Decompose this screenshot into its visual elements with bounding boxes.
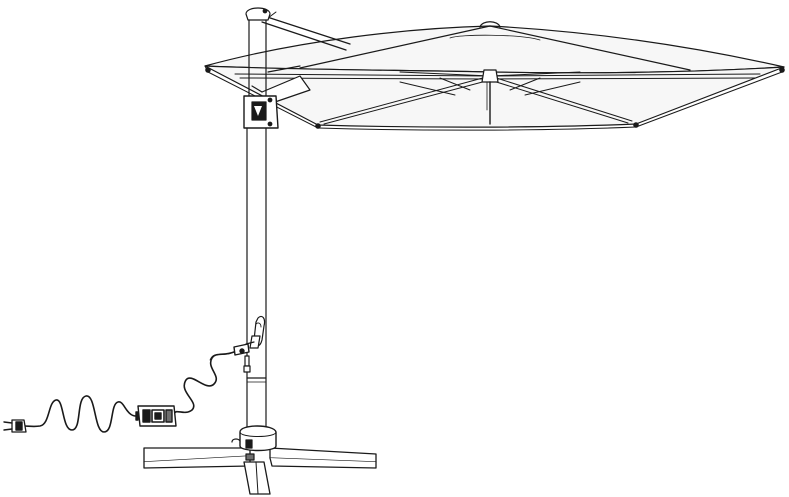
canopy-seam	[449, 34, 541, 41]
cord-coil-upper	[169, 351, 235, 419]
canopy-tip	[205, 67, 211, 73]
canopy-top-panel	[204, 25, 785, 74]
canopy-tip	[633, 122, 639, 128]
pole-icon	[243, 7, 279, 431]
canopy-seam	[489, 25, 691, 71]
cord-coil-lower	[23, 395, 137, 433]
canopy-ribs	[234, 71, 761, 125]
canopy-underside	[204, 65, 785, 128]
canopy-hub	[481, 69, 499, 83]
canopy-tip	[315, 123, 321, 129]
canopy-finial	[479, 21, 501, 28]
crank-handle-icon	[245, 315, 266, 349]
power-adapter-icon	[135, 405, 177, 427]
canopy-seam	[299, 25, 491, 69]
cross-base-icon	[143, 425, 377, 495]
plug-icon	[3, 419, 27, 433]
canopy-edge	[317, 126, 637, 131]
canopy-tip	[779, 67, 785, 73]
umbrella-canopy-icon	[204, 21, 785, 131]
power-cord	[3, 343, 250, 433]
